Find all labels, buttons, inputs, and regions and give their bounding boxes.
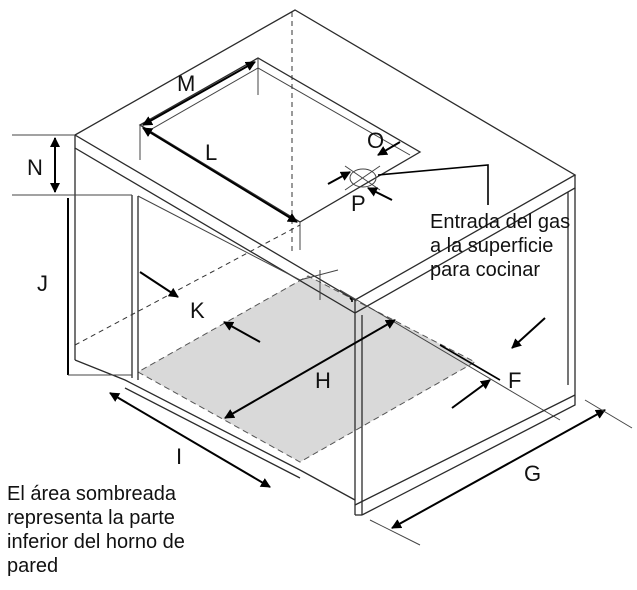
dim-g-ext-right [584, 399, 633, 429]
floor-right-edge [339, 289, 561, 421]
shaded-area-note: El área sombreada representa la parte in… [7, 482, 257, 578]
dim-g-ext-left [369, 519, 421, 546]
label-l: L [205, 140, 218, 165]
gas-note-line-1: Entrada del gas [430, 211, 571, 233]
dim-l-line [142, 127, 298, 223]
dim-o-arrow-1 [327, 171, 351, 185]
shaded-note-line-3: inferior del horno de [7, 531, 185, 553]
label-h: H [315, 368, 331, 393]
shaded-note-line-1: El área sombreada [7, 483, 176, 505]
shaded-oven-bottom-area [136, 275, 477, 463]
dim-m-line [142, 61, 256, 126]
gas-inlet-note: Entrada del gas a la superficie para coc… [430, 210, 630, 282]
gas-inlet-cross-2 [344, 165, 381, 191]
shaded-note-line-2: representa la parte [7, 507, 175, 529]
label-f: F [508, 368, 522, 393]
dim-g-line [391, 409, 606, 529]
label-n: N [27, 155, 43, 180]
dim-f-arrow-2 [451, 379, 491, 409]
dim-o-arrow-2 [377, 141, 401, 156]
dim-f-ext [439, 344, 501, 381]
gas-leader-tail [349, 297, 353, 302]
label-g: G [524, 461, 542, 486]
dim-i-line [109, 392, 271, 488]
base-right-front-2 [361, 395, 576, 516]
label-k: K [190, 298, 205, 323]
gas-note-line-2: a la superficie [430, 235, 554, 257]
label-p: P [351, 191, 366, 216]
shaded-note-line-4: pared [7, 555, 59, 577]
floor-back-hidden-edge [74, 224, 301, 346]
label-m: M [177, 71, 196, 96]
gas-note-line-3: para cocinar [430, 259, 541, 281]
label-j: J [37, 271, 48, 296]
label-i: I [176, 444, 183, 469]
label-o: O [367, 128, 385, 153]
gas-leader-line [377, 164, 489, 205]
dim-f-arrow-1 [511, 317, 546, 349]
opening-top-rail [137, 195, 339, 281]
dim-k-arrow [139, 271, 179, 298]
dim-p-arrow [367, 187, 393, 201]
